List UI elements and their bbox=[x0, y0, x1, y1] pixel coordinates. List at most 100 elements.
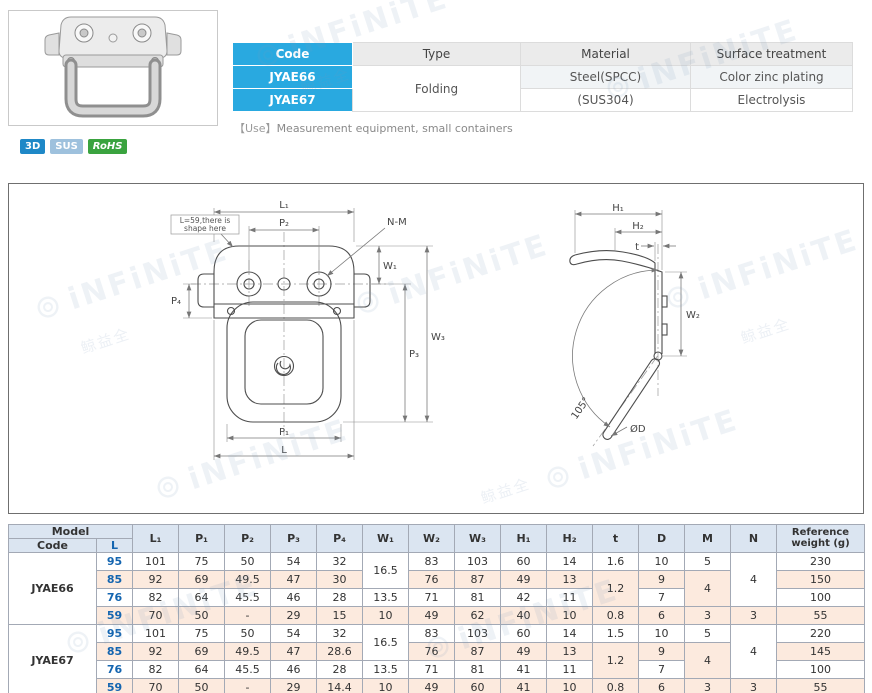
spec-header-row: Code L bbox=[8, 538, 865, 553]
cell-code: JYAE66 bbox=[232, 65, 353, 89]
cell: 75 bbox=[178, 624, 226, 643]
header-W1: W₁ bbox=[362, 524, 410, 553]
header-H1: H₁ bbox=[500, 524, 548, 553]
cell: 5 bbox=[684, 624, 732, 643]
cell: 0.8 bbox=[592, 606, 640, 625]
cell: 32 bbox=[316, 552, 364, 571]
cell: 92 bbox=[132, 642, 180, 661]
cell: 49.5 bbox=[224, 642, 272, 661]
cell: 3 bbox=[730, 678, 778, 693]
cell: 11 bbox=[546, 660, 594, 679]
dim-label-t: t bbox=[635, 242, 639, 253]
cell: 15 bbox=[316, 606, 364, 625]
cell: 10 bbox=[638, 624, 686, 643]
cell: 54 bbox=[270, 624, 318, 643]
cell: 42 bbox=[500, 588, 548, 607]
cell: 10 bbox=[546, 678, 594, 693]
cell: 9 bbox=[638, 642, 686, 661]
technical-drawing: L₁ P₂ L=59,there is shape here N-M W₁ P₃… bbox=[170, 200, 700, 460]
cell: 49 bbox=[408, 606, 456, 625]
cell: 40 bbox=[500, 606, 548, 625]
cell: 220 bbox=[776, 624, 866, 643]
cell: 81 bbox=[454, 660, 502, 679]
table-header-row: Code Type Material Surface treatment bbox=[232, 42, 853, 66]
cell: 49 bbox=[500, 570, 548, 589]
header-P2: P₂ bbox=[224, 524, 272, 553]
dim-label-angle: 105° bbox=[570, 396, 593, 422]
spec-header-row: Model L₁ P₁ P₂ P₃ P₄ W₁ W₂ W₃ H₁ H₂ t D … bbox=[7, 524, 866, 553]
note-line-1: L=59,there is bbox=[180, 216, 231, 225]
cell: 103 bbox=[454, 552, 502, 571]
cell: 95 bbox=[95, 552, 134, 571]
header-code: Code bbox=[8, 538, 97, 553]
cell: - bbox=[224, 678, 272, 693]
cell: 16.5 bbox=[362, 624, 410, 661]
centerlines-front bbox=[191, 232, 387, 436]
cell: 59 bbox=[95, 606, 134, 625]
use-label: 【Use】 bbox=[234, 122, 277, 135]
cell: 45.5 bbox=[224, 660, 272, 679]
cell: 85 bbox=[95, 642, 134, 661]
cell: 60 bbox=[500, 624, 548, 643]
badge-sus[interactable]: SUS bbox=[50, 139, 83, 154]
cell: 50 bbox=[224, 624, 272, 643]
header-W3: W₃ bbox=[454, 524, 502, 553]
cell: 95 bbox=[95, 624, 134, 643]
cell: 83 bbox=[408, 552, 456, 571]
badge-3d[interactable]: 3D bbox=[20, 139, 46, 154]
dim-label-w3: W₃ bbox=[431, 332, 445, 343]
cell: 101 bbox=[132, 552, 180, 571]
cell: 29 bbox=[270, 678, 318, 693]
cell: 82 bbox=[132, 660, 180, 679]
cell: 81 bbox=[454, 588, 502, 607]
cell: 4 bbox=[730, 552, 778, 607]
table-row: JYAE66 Folding Steel(SPCC) Color zinc pl… bbox=[232, 65, 853, 112]
cell: 4 bbox=[730, 624, 778, 679]
cell: 1.2 bbox=[592, 570, 640, 607]
cell: 14.4 bbox=[316, 678, 364, 693]
cell-type: Folding bbox=[352, 65, 521, 112]
dimension-lines-side bbox=[572, 211, 684, 437]
dim-label-w2: W₂ bbox=[686, 310, 700, 321]
dim-label-nm: N-M bbox=[387, 217, 407, 228]
cell: 10 bbox=[638, 552, 686, 571]
cell: 103 bbox=[454, 624, 502, 643]
use-text: Measurement equipment, small containers bbox=[276, 122, 513, 135]
badge-row: 3D SUS RoHS bbox=[20, 139, 128, 154]
cell-material: (SUS304) bbox=[520, 88, 691, 112]
header-H2: H₂ bbox=[546, 524, 594, 553]
cell: 62 bbox=[454, 606, 502, 625]
cell: 6 bbox=[638, 606, 686, 625]
dim-label-p4: P₄ bbox=[171, 296, 181, 307]
cell: 49.5 bbox=[224, 570, 272, 589]
cell: 54 bbox=[270, 552, 318, 571]
cell: 45.5 bbox=[224, 588, 272, 607]
cell: 82 bbox=[132, 588, 180, 607]
cell: 46 bbox=[270, 588, 318, 607]
cell: 13 bbox=[546, 642, 594, 661]
cell-code: JYAE67 bbox=[232, 88, 353, 112]
cell: 71 bbox=[408, 588, 456, 607]
cell: 50 bbox=[178, 678, 226, 693]
cell: 14 bbox=[546, 624, 594, 643]
cell: 60 bbox=[454, 678, 502, 693]
header-type: Type bbox=[352, 42, 521, 66]
cell: 55 bbox=[776, 606, 866, 625]
cell: 69 bbox=[178, 642, 226, 661]
cell: 9 bbox=[638, 570, 686, 589]
header-t: t bbox=[592, 524, 640, 553]
dim-label-h1: H₁ bbox=[612, 203, 624, 214]
dim-label-p1: P₁ bbox=[279, 427, 289, 438]
header-P1: P₁ bbox=[178, 524, 226, 553]
product-image bbox=[8, 10, 218, 126]
cell: 13 bbox=[546, 570, 594, 589]
cell: 1.2 bbox=[592, 642, 640, 679]
cell: 60 bbox=[500, 552, 548, 571]
badge-rohs[interactable]: RoHS bbox=[87, 139, 128, 154]
table-row: 85 92 69 49.5 47 28.6 76 87 49 13 1.2 9 … bbox=[8, 642, 866, 679]
cell: 100 bbox=[776, 588, 866, 607]
extension-lines-side bbox=[574, 210, 687, 357]
cell: 1.5 bbox=[592, 624, 640, 643]
technical-drawing-panel: L₁ P₂ L=59,there is shape here N-M W₁ P₃… bbox=[8, 183, 864, 514]
